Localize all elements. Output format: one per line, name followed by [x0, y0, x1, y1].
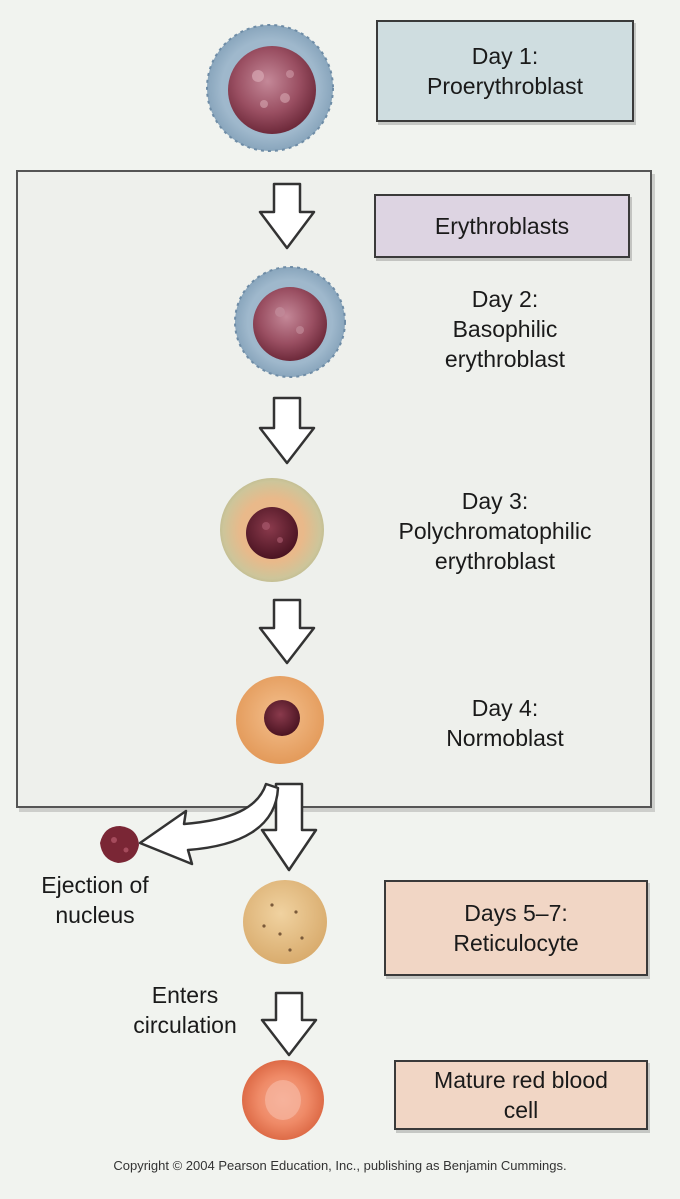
arrow-down-icon: [260, 991, 318, 1057]
days57-label-line2: Reticulocyte: [453, 930, 579, 956]
day3-label-line2: Polychromatophilic: [398, 518, 592, 544]
day3-label-line1: Day 3:: [461, 488, 529, 514]
mature-rbc-label-box: Mature red blood cell: [394, 1060, 648, 1130]
days57-label-box: Days 5–7: Reticulocyte: [384, 880, 648, 976]
polychromatophilic-erythroblast-cell: [220, 478, 324, 582]
arrow-down-icon: [258, 598, 316, 665]
normoblast-cell: [236, 676, 324, 764]
day4-label-line2: Normoblast: [446, 725, 564, 751]
day1-label-line1: Day 1:: [471, 43, 539, 69]
ejection-label-line1: Ejection of: [41, 872, 149, 898]
day1-label-line2: Proerythroblast: [427, 73, 583, 99]
circulation-label: Enters circulation: [110, 980, 260, 1040]
arrow-down-icon: [258, 182, 316, 250]
days57-label-line1: Days 5–7:: [464, 900, 568, 926]
day3-label: Day 3: Polychromatophilic erythroblast: [370, 486, 620, 576]
basophilic-erythroblast-cell: [234, 266, 346, 378]
ejected-nucleus: [100, 826, 139, 863]
mature-red-blood-cell: [242, 1060, 324, 1140]
day2-label-line2: Basophilic: [452, 316, 558, 342]
day3-label-line3: erythroblast: [434, 548, 556, 574]
day4-label-line1: Day 4:: [471, 695, 539, 721]
day4-label: Day 4: Normoblast: [400, 693, 610, 753]
day2-label: Day 2: Basophilic erythroblast: [400, 284, 610, 374]
arrow-down-icon: [258, 396, 316, 465]
day2-label-line3: erythroblast: [444, 346, 566, 372]
mature-rbc-label-line1: Mature red blood: [434, 1067, 608, 1093]
ejection-arrow-icon: [138, 782, 280, 866]
copyright-text: Copyright © 2004 Pearson Education, Inc.…: [113, 1158, 567, 1173]
circulation-label-line1: Enters: [151, 982, 219, 1008]
arrow-down-icon: [260, 782, 318, 872]
erythroblasts-label-box: Erythroblasts: [374, 194, 630, 258]
circulation-label-line2: circulation: [133, 1012, 237, 1038]
reticulocyte-cell: [243, 880, 327, 964]
erythroblasts-label: Erythroblasts: [434, 213, 570, 239]
mature-rbc-label-line2: cell: [503, 1097, 539, 1123]
proerythroblast-cell: [206, 24, 334, 152]
day1-label-box: Day 1: Proerythroblast: [376, 20, 634, 122]
erythroblasts-frame: [16, 170, 652, 808]
ejection-label-line2: nucleus: [55, 902, 135, 928]
ejection-label: Ejection of nucleus: [10, 870, 180, 930]
day2-label-line1: Day 2:: [471, 286, 539, 312]
